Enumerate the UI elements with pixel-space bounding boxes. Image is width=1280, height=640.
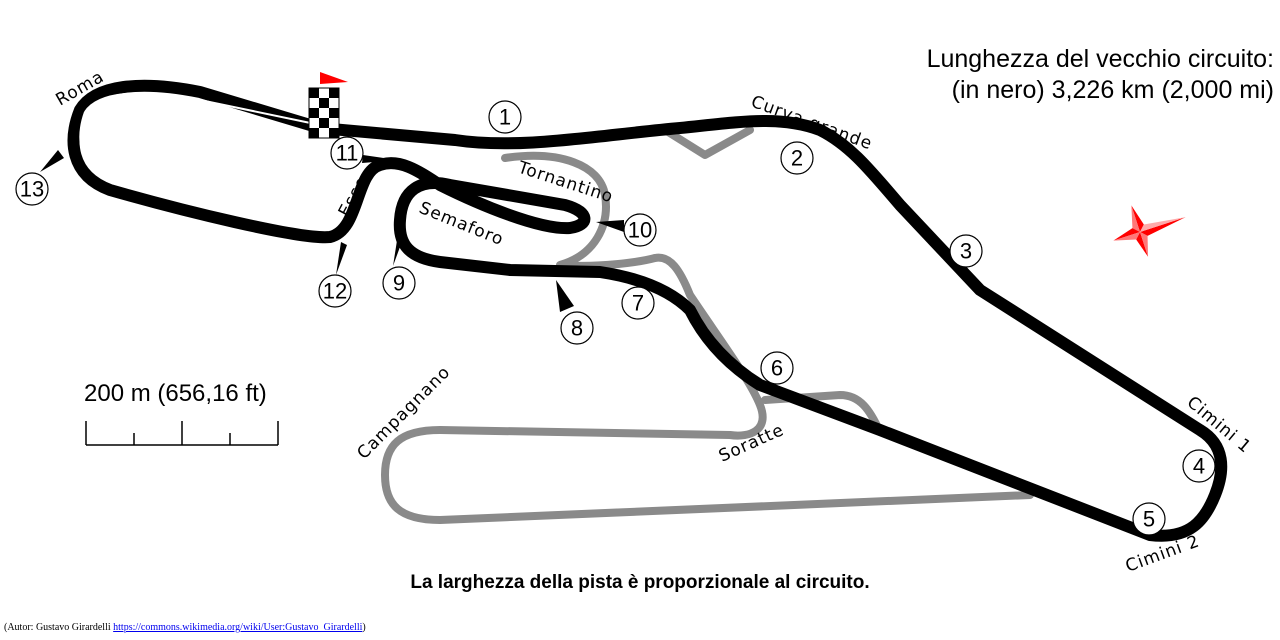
turn-number: 1 — [499, 105, 511, 130]
turn-7-marker: 7 — [621, 286, 655, 320]
credit-link[interactable]: https://commons.wikimedia.org/wiki/User:… — [113, 622, 363, 633]
credit-suffix: ) — [362, 622, 366, 633]
turn-4-marker: 4 — [1182, 449, 1216, 483]
turn-number: 10 — [628, 218, 652, 243]
turn-number: 11 — [336, 141, 359, 166]
turn-number: 8 — [571, 316, 583, 341]
title-line-2: (in nero) 3,226 km (2,000 mi) — [951, 76, 1274, 104]
checkered-flag-icon — [308, 72, 348, 139]
corner-label-campagnano: Campagnano — [353, 362, 454, 463]
title-line-1: Lunghezza del vecchio circuito: — [926, 45, 1274, 73]
turn-12-marker: 12 — [318, 274, 352, 308]
turn-number: 4 — [1193, 454, 1205, 479]
turn-markers: 1 2 3 4 5 6 7 8 9 10 11 12 13 — [15, 100, 1216, 536]
turn-8-marker: 8 — [560, 311, 594, 345]
corner-label-soratte: Soratte — [716, 420, 788, 466]
turn-number: 12 — [323, 279, 347, 304]
turn-number: 5 — [1143, 507, 1155, 532]
turn-11-marker: 11 — [330, 136, 364, 170]
turn-pointers — [40, 150, 624, 312]
turn-number: 9 — [393, 271, 405, 296]
turn-6-marker: 6 — [760, 351, 794, 385]
footnote: La larghezza della pista è proporzionale… — [410, 572, 870, 593]
turn-5-marker: 5 — [1132, 502, 1166, 536]
author-credit: (Autor: Gustavo Girardelli https://commo… — [4, 622, 366, 633]
turn-3-marker: 3 — [949, 234, 983, 268]
turn-number: 7 — [632, 291, 644, 316]
turn-9-marker: 9 — [382, 266, 416, 300]
new-circuit — [381, 126, 1034, 524]
turn-2-marker: 2 — [780, 141, 814, 175]
turn-10-marker: 10 — [623, 213, 657, 247]
turn-number: 13 — [20, 177, 44, 202]
circuit-length-title: Lunghezza del vecchio circuito: (in nero… — [927, 44, 1274, 106]
scale-label: 200 m (656,16 ft) — [84, 380, 267, 407]
turn-1-marker: 1 — [488, 100, 522, 134]
scale-bar — [85, 421, 279, 446]
credit-prefix: (Autor: Gustavo Girardelli — [4, 622, 111, 633]
compass-rose-icon — [1113, 205, 1186, 257]
turn-number: 3 — [960, 239, 972, 264]
turn-number: 2 — [791, 146, 803, 171]
old-circuit — [67, 79, 1228, 542]
turn-13-marker: 13 — [15, 172, 49, 206]
corner-label-esse: Esse — [335, 173, 373, 220]
turn-number: 6 — [771, 356, 783, 381]
